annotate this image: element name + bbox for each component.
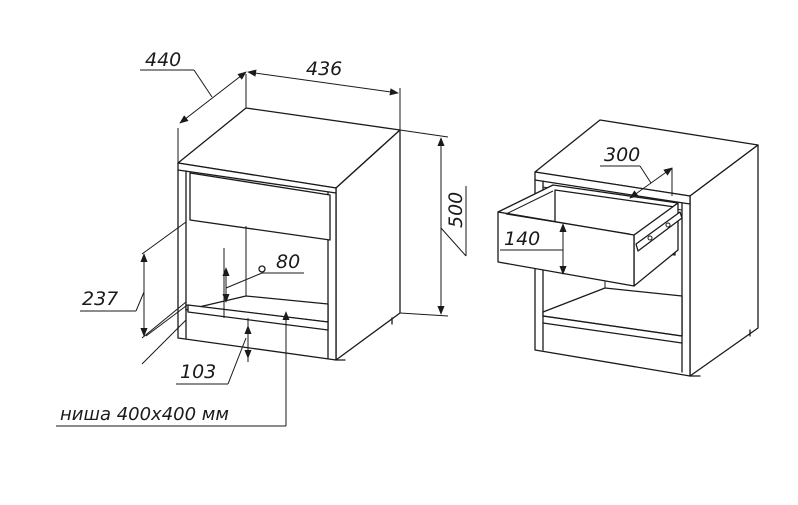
dim-width: 436	[247, 58, 401, 130]
dim-height-label: 500	[445, 192, 467, 228]
left-drawer-front	[189, 172, 331, 241]
dim-drawer-height-label: 140	[504, 228, 540, 250]
dim-depth: 440	[140, 49, 247, 163]
dim-drawer-depth: 300	[600, 144, 673, 199]
left-plinth	[187, 304, 329, 331]
dim-plinth-label: 103	[180, 361, 216, 383]
left-shelf	[185, 295, 329, 323]
niche-note-label: ниша 400х400 мм	[60, 404, 229, 425]
dim-opening: 237	[80, 221, 187, 339]
drawer-runner	[635, 211, 683, 252]
dim-height: 500	[399, 129, 467, 317]
niche-callout: ниша 400х400 мм	[56, 311, 290, 427]
dim-depth-label: 440	[145, 49, 181, 71]
dim-plinth: 103	[141, 305, 252, 385]
left-cabinet	[177, 107, 401, 361]
dim-opening-label: 237	[82, 288, 118, 310]
dim-handle-label: 80	[276, 251, 300, 273]
dim-width-label: 436	[306, 58, 342, 80]
right-shelf	[542, 287, 683, 337]
dim-drawer-depth-label: 300	[604, 144, 640, 166]
dim-handle: 80	[222, 248, 304, 318]
left-knob-icon	[258, 265, 266, 273]
dim-drawer-height: 140	[500, 223, 567, 275]
